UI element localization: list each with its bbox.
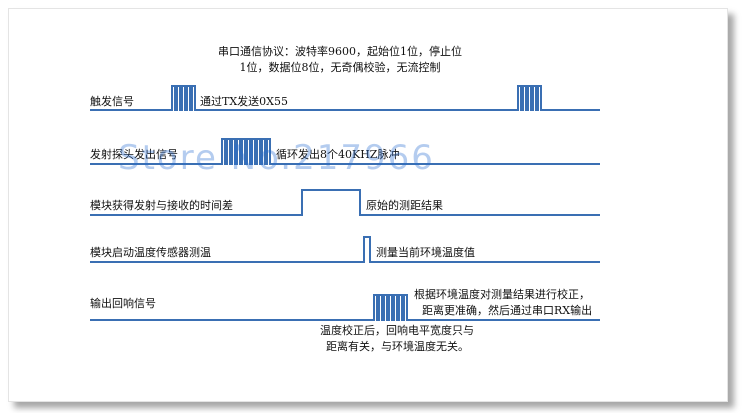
signal-label-echo: 输出回响信号 bbox=[90, 297, 156, 310]
store-watermark: Store No.217966 bbox=[118, 138, 435, 178]
diagram-frame bbox=[8, 8, 728, 402]
signal-label-time-diff: 模块获得发射与接收的时间差 bbox=[90, 199, 233, 212]
footer-line-2: 距离有关，与环境温度无关。 bbox=[326, 340, 469, 353]
trigger-waveform bbox=[90, 85, 600, 111]
signal-label-transmit: 发射探头发出信号 bbox=[90, 148, 178, 161]
signal-note-echo-1: 根据环境温度对测量结果进行校正， bbox=[414, 288, 590, 301]
signal-note-transmit: 循环发出8个40KHZ脉冲 bbox=[276, 148, 400, 161]
footer-line-1: 温度校正后，回响电平宽度只与 bbox=[320, 324, 474, 337]
signal-label-trigger: 触发信号 bbox=[90, 95, 134, 108]
temperature-waveform bbox=[90, 236, 600, 263]
signal-label-temperature: 模块启动温度传感器测温 bbox=[90, 246, 211, 259]
signal-note-time-diff: 原始的测距结果 bbox=[366, 199, 443, 212]
signal-note-temperature: 测量当前环境温度值 bbox=[376, 246, 475, 259]
signal-note-trigger: 通过TX发送0X55 bbox=[200, 95, 288, 108]
echo-waveform bbox=[90, 294, 600, 321]
time-diff-waveform bbox=[90, 189, 600, 216]
transmit-waveform bbox=[90, 138, 600, 165]
header-line-2: 1位，数据位8位，无奇偶校验，无流控制 bbox=[239, 61, 441, 74]
signal-note-echo-2: 距离更准确，然后通过串口RX输出 bbox=[422, 304, 593, 317]
header-line-1: 串口通信协议：波特率9600，起始位1位，停止位 bbox=[218, 45, 462, 58]
